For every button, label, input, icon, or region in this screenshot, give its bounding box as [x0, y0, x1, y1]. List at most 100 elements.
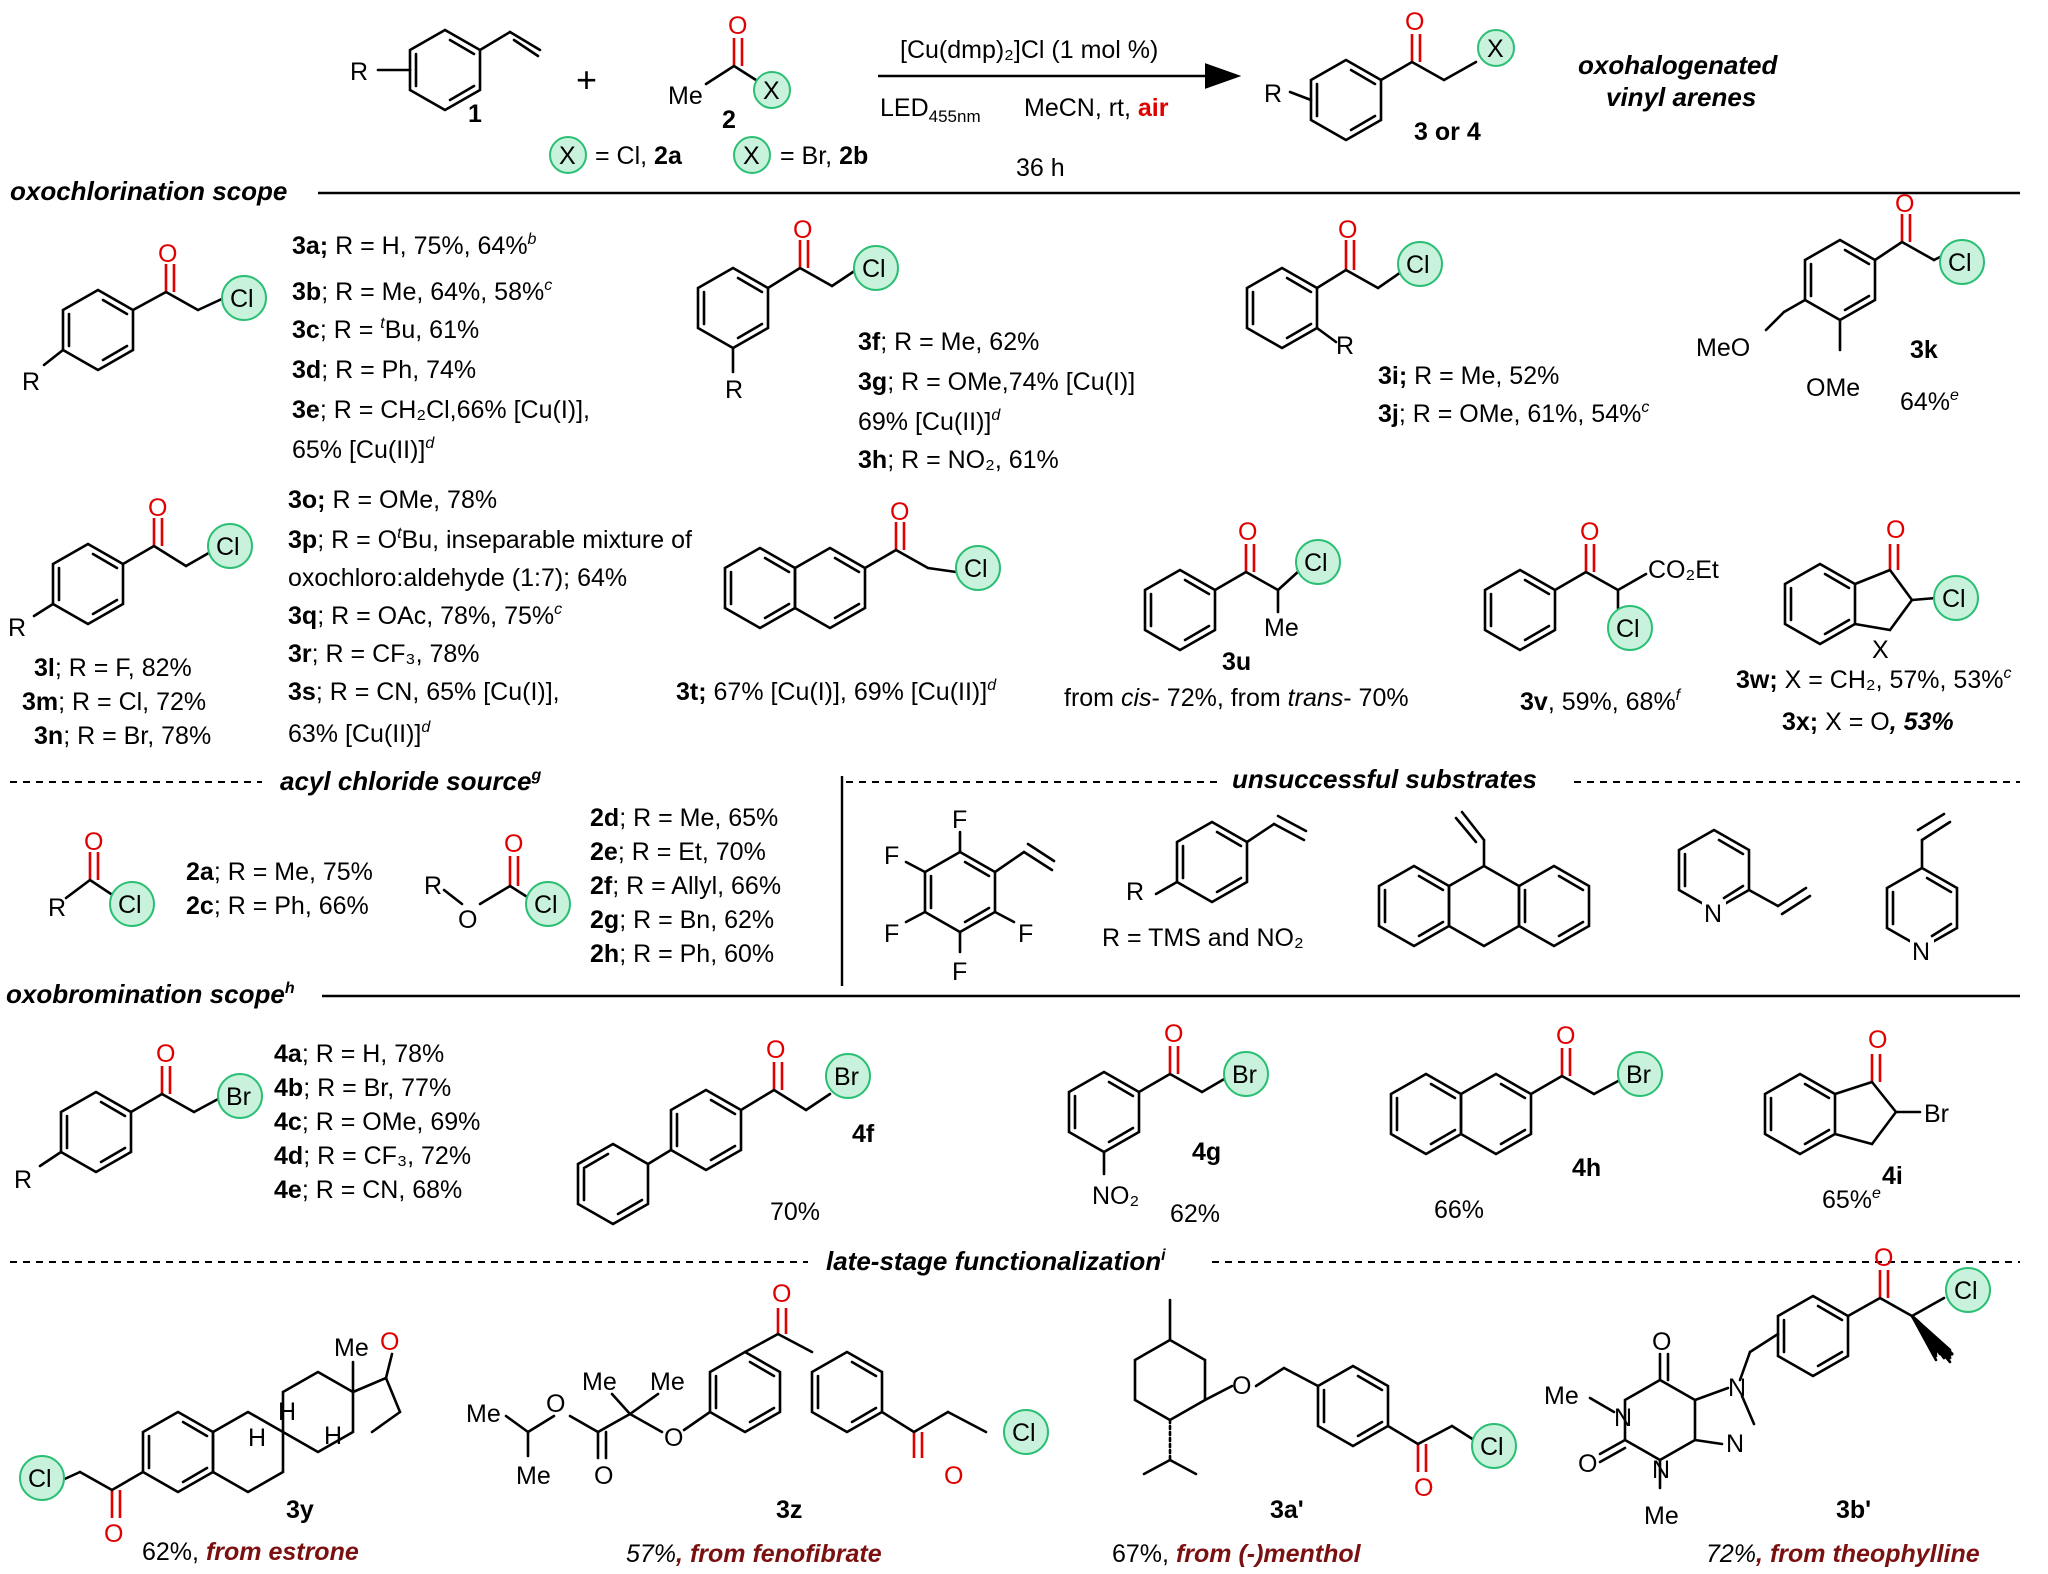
- svg-text:3c; R = tBu, 61%: 3c; R = tBu, 61%: [292, 315, 479, 344]
- svg-text:3i; R = Me, 52%: 3i; R = Me, 52%: [1378, 362, 1559, 390]
- svg-text:R: R: [1264, 80, 1282, 108]
- section-unsuccessful: unsuccessful substrates: [1232, 764, 1537, 794]
- x-cl-text: = Cl, 2a: [595, 142, 683, 170]
- structure-3k: MeO OMe O Cl 3k 64%e: [1696, 190, 1985, 416]
- svg-text:O: O: [1338, 216, 1357, 244]
- svg-text:O: O: [380, 1328, 399, 1356]
- svg-text:O: O: [148, 494, 167, 522]
- svg-text:3z: 3z: [776, 1496, 802, 1524]
- structure-3z-fenofibrate: Me Me O O Me Me O O O: [466, 1280, 1049, 1568]
- solvent-text: MeCN, rt, air: [1024, 94, 1169, 122]
- svg-text:2h; R = Ph, 60%: 2h; R = Ph, 60%: [590, 940, 774, 968]
- svg-text:2d; R = Me, 65%: 2d; R = Me, 65%: [590, 804, 778, 832]
- svg-text:Cl: Cl: [964, 555, 988, 583]
- structure-3y-estrone: O Me H H H O Cl 3y 62%, from estrone: [19, 1328, 402, 1566]
- svg-text:X: X: [1487, 35, 1504, 63]
- svg-text:64%e: 64%e: [1900, 387, 1959, 416]
- entries-3a-3e: 3a; R = H, 75%, 64%b 3b; R = Me, 64%, 58…: [292, 231, 590, 464]
- unsuccessful-4-substituted-styrene: R R = TMS and NO₂: [1102, 814, 1308, 952]
- svg-text:3h; R = NO₂, 61%: 3h; R = NO₂, 61%: [858, 446, 1059, 474]
- entries-2a-2c: 2a; R = Me, 75% 2c; R = Ph, 66%: [186, 858, 373, 920]
- svg-text:3m; R = Cl, 72%: 3m; R = Cl, 72%: [22, 688, 206, 716]
- svg-text:3n; R = Br, 78%: 3n; R = Br, 78%: [34, 722, 211, 750]
- compound-label-1: 1: [468, 100, 482, 128]
- svg-text:O: O: [1652, 1328, 1671, 1356]
- svg-text:65%e: 65%e: [1822, 1185, 1881, 1214]
- unsuccessful-4-vinylpyridine: N: [1885, 812, 1959, 966]
- section-late-stage: late-stage functionalizationi: [826, 1246, 1166, 1276]
- svg-text:Cl: Cl: [1012, 1419, 1036, 1447]
- structure-3t: O Cl 3t; 67% [Cu(I)], 69% [Cu(II)]d: [676, 498, 1001, 706]
- structure-4f: O: [576, 1036, 875, 1226]
- svg-text:4a; R = H, 78%: 4a; R = H, 78%: [274, 1040, 444, 1068]
- svg-text:Cl: Cl: [28, 1465, 52, 1493]
- entries-3f-3h: 3f; R = Me, 62% 3g; R = OMe,74% [Cu(I)] …: [858, 328, 1135, 474]
- product-title-line1: oxohalogenated: [1578, 50, 1778, 80]
- svg-text:3j; R = OMe, 61%, 54%c: 3j; R = OMe, 61%, 54%c: [1378, 399, 1649, 428]
- svg-text:62%: 62%: [1170, 1200, 1220, 1228]
- svg-text:O: O: [1238, 518, 1257, 546]
- svg-text:NO₂: NO₂: [1092, 1182, 1139, 1210]
- svg-text:O: O: [458, 906, 477, 934]
- svg-text:62%, from estrone: 62%, from estrone: [142, 1538, 359, 1566]
- svg-text:3t; 67% [Cu(I)], 69% [Cu(II)]d: 3t; 67% [Cu(I)], 69% [Cu(II)]d: [676, 677, 997, 706]
- svg-text:O: O: [1232, 1372, 1251, 1400]
- structure-4i: O Br 4i 65%e: [1763, 1026, 1949, 1214]
- svg-text:72%, from theophylline: 72%, from theophylline: [1706, 1540, 1980, 1568]
- structure-chloroformate: R O O Cl: [424, 830, 571, 934]
- structure-4a-4e: R O Br: [14, 1040, 263, 1194]
- svg-text:Cl: Cl: [1304, 549, 1328, 577]
- svg-text:4i: 4i: [1882, 1162, 1903, 1190]
- svg-text:N: N: [1912, 938, 1930, 966]
- svg-text:O: O: [890, 498, 909, 526]
- svg-text:O: O: [772, 1280, 791, 1308]
- svg-text:3f; R = Me, 62%: 3f; R = Me, 62%: [858, 328, 1039, 356]
- svg-text:Cl: Cl: [1954, 1277, 1978, 1305]
- svg-text:67%, from (-)menthol: 67%, from (-)menthol: [1112, 1540, 1362, 1568]
- svg-text:N: N: [1614, 1404, 1632, 1432]
- structure-3i-3j: R O Cl: [1245, 216, 1443, 360]
- svg-text:oxochloro:aldehyde (1:7); 64%: oxochloro:aldehyde (1:7); 64%: [288, 564, 627, 592]
- svg-text:R: R: [22, 368, 40, 396]
- svg-text:O: O: [1895, 190, 1914, 218]
- svg-text:O: O: [1580, 518, 1599, 546]
- svg-text:O: O: [1414, 1474, 1433, 1502]
- svg-text:O: O: [594, 1462, 613, 1490]
- svg-text:X: X: [743, 142, 760, 170]
- svg-text:2f; R = Allyl, 66%: 2f; R = Allyl, 66%: [590, 872, 781, 900]
- svg-text:3a; R = H, 75%, 64%b: 3a; R = H, 75%, 64%b: [292, 231, 537, 260]
- svg-text:3e; R = CH₂Cl,66% [Cu(I)],: 3e; R = CH₂Cl,66% [Cu(I)],: [292, 396, 590, 424]
- structure-acyl-chloride: R O Cl: [48, 828, 155, 927]
- svg-text:O: O: [944, 1462, 963, 1490]
- svg-text:3v, 59%, 68%f: 3v, 59%, 68%f: [1520, 687, 1682, 716]
- svg-text:R: R: [14, 1166, 32, 1194]
- svg-text:H: H: [324, 1422, 342, 1450]
- unsuccessful-note: R = TMS and NO₂: [1102, 924, 1304, 952]
- svg-text:Me: Me: [1644, 1502, 1679, 1530]
- svg-text:3b': 3b': [1836, 1496, 1871, 1524]
- svg-text:O: O: [1164, 1020, 1183, 1048]
- svg-text:R: R: [8, 614, 26, 642]
- svg-text:N: N: [1726, 1430, 1744, 1458]
- svg-text:Cl: Cl: [862, 255, 886, 283]
- svg-text:Me: Me: [516, 1462, 551, 1490]
- svg-text:3p; R = OtBu, inseparable mixt: 3p; R = OtBu, inseparable mixture of: [288, 525, 692, 554]
- methyl-label: Me: [668, 82, 703, 110]
- svg-text:Cl: Cl: [1942, 585, 1966, 613]
- svg-text:65% [Cu(II)]d: 65% [Cu(II)]d: [292, 435, 435, 464]
- svg-text:O: O: [1556, 1022, 1575, 1050]
- svg-text:4b; R = Br, 77%: 4b; R = Br, 77%: [274, 1074, 451, 1102]
- svg-text:X: X: [1872, 636, 1889, 664]
- svg-text:O: O: [1874, 1244, 1893, 1272]
- svg-text:3u: 3u: [1222, 648, 1251, 676]
- svg-text:OMe: OMe: [1806, 374, 1860, 402]
- svg-text:3o; R = OMe, 78%: 3o; R = OMe, 78%: [288, 486, 497, 514]
- svg-text:3d; R = Ph, 74%: 3d; R = Ph, 74%: [292, 356, 476, 384]
- svg-text:63% [Cu(II)]d: 63% [Cu(II)]d: [288, 719, 431, 748]
- svg-text:O: O: [766, 1036, 785, 1064]
- svg-text:70%: 70%: [770, 1198, 820, 1226]
- svg-text:66%: 66%: [1434, 1196, 1484, 1224]
- svg-text:F: F: [884, 920, 899, 948]
- svg-text:4f: 4f: [852, 1120, 875, 1148]
- svg-text:Cl: Cl: [230, 285, 254, 313]
